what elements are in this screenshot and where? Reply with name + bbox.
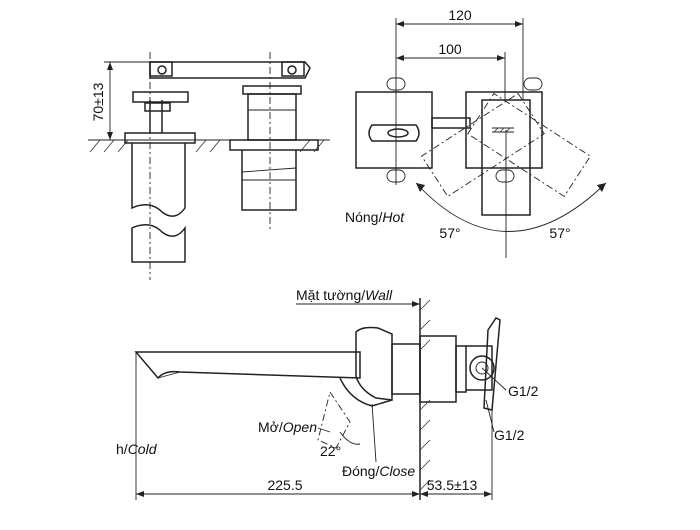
angle-right-label: 57°	[549, 225, 570, 241]
side-elevation-view: 70±13	[88, 52, 330, 280]
rotated-handle-right	[421, 92, 545, 198]
thread-label-1: G1/2	[508, 383, 539, 399]
right-plate	[465, 91, 543, 169]
thread-port	[469, 355, 495, 381]
valve-cover	[466, 345, 493, 391]
wall-depth-label: 53.5±13	[427, 477, 478, 493]
cold-label: h/Cold	[116, 441, 158, 457]
valve-housing	[419, 335, 457, 403]
wall-label: Mặt tường/Wall	[296, 287, 393, 303]
left-nut-inner	[144, 102, 171, 112]
dim-120-label: 120	[448, 7, 472, 23]
thread-label-2: G1/2	[494, 427, 525, 443]
connector-bar	[431, 117, 471, 129]
open-position-handle	[317, 390, 351, 449]
hot-label: Nóng/Hot	[345, 209, 405, 225]
handle-cap-right	[281, 61, 305, 77]
angle-open-label: 22°	[320, 443, 341, 459]
left-plate	[355, 91, 433, 169]
left-body-upper	[131, 143, 186, 217]
right-body-upper	[247, 93, 297, 141]
right-collar	[242, 85, 302, 95]
right-flange	[229, 139, 319, 151]
screw-right	[287, 65, 297, 75]
close-label: Đóng/Close	[342, 463, 415, 479]
rear-plate	[483, 317, 501, 411]
spout-length-label: 225.5	[267, 477, 302, 493]
angle-left-label: 57°	[439, 225, 460, 241]
left-nut	[132, 91, 189, 103]
dim-100-label: 100	[438, 41, 462, 57]
left-flange	[124, 132, 196, 144]
wall-hatch	[419, 299, 431, 491]
front-view: 120 100	[345, 7, 607, 258]
open-label: Mở/Open	[258, 419, 317, 435]
spout	[134, 351, 361, 380]
height-dimension-label: 70±13	[90, 82, 106, 121]
valve-collar	[455, 345, 467, 393]
wall-escutcheon	[391, 343, 421, 395]
side-section-view: Mặt tường/Wall G1/2 G1/2 Mở/Open 22° Đón…	[116, 287, 539, 500]
spout-outlet	[368, 124, 420, 142]
hatched-screw	[492, 127, 514, 133]
left-body-lower	[131, 224, 186, 263]
rotated-handle-left	[467, 92, 591, 198]
rotation-arc	[415, 182, 607, 232]
screw-left	[157, 65, 167, 75]
mixer-body	[355, 326, 393, 401]
